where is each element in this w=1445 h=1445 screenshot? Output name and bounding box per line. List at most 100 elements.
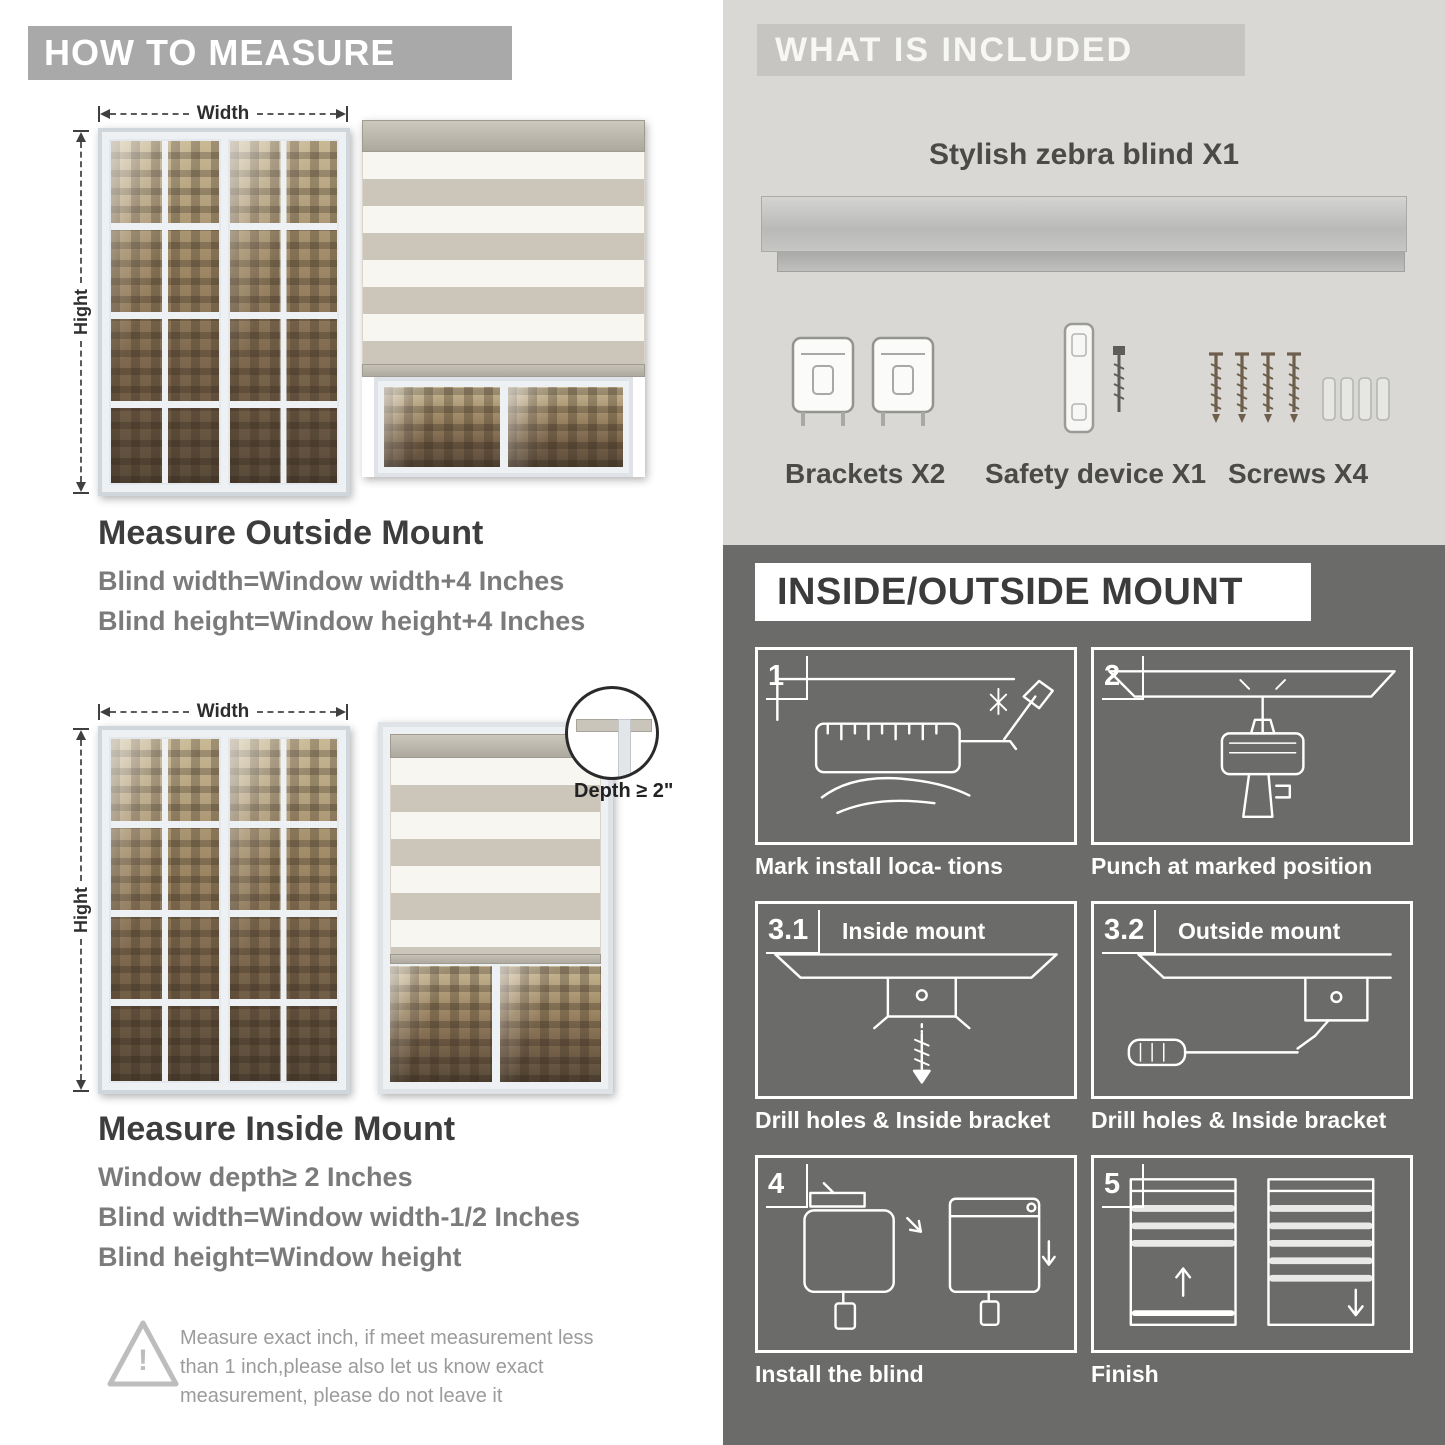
finish-art-icon bbox=[1129, 1178, 1375, 1326]
dashed-line bbox=[80, 142, 82, 284]
dashed-line bbox=[257, 711, 336, 713]
blind-cassette bbox=[362, 120, 645, 152]
outside-mount-blind-figure bbox=[362, 120, 645, 477]
arrow-tick bbox=[73, 1090, 89, 1093]
arrowhead-left-icon bbox=[100, 707, 110, 717]
step-number: 3.1 bbox=[766, 910, 821, 954]
step-number: 3.2 bbox=[1102, 910, 1157, 954]
outside-mount-heading: Measure Outside Mount bbox=[98, 514, 484, 552]
window-pane bbox=[499, 966, 601, 1082]
blind-bottom-rail bbox=[362, 364, 645, 377]
screws-icon bbox=[1207, 352, 1390, 425]
step-cell-2: 2 Punch at marked position bbox=[1091, 647, 1413, 889]
step-number: 5 bbox=[1102, 1164, 1144, 1208]
frame-corner-detail bbox=[576, 719, 652, 732]
dashed-line bbox=[80, 939, 82, 1081]
window-sash bbox=[109, 139, 221, 485]
inside-mount-blind-figure bbox=[378, 722, 613, 1094]
arrow-tick bbox=[73, 492, 89, 495]
what-is-included-banner: WHAT IS INCLUDED bbox=[757, 24, 1245, 76]
measurement-warning-text: Measure exact inch, if meet measurement … bbox=[180, 1327, 594, 1407]
safety-device-icon bbox=[1063, 322, 1125, 434]
window-sash bbox=[227, 139, 339, 485]
dashed-line bbox=[110, 711, 189, 713]
zebra-stripes bbox=[390, 758, 601, 954]
zebra-stripes bbox=[362, 152, 645, 364]
step-number: 4 bbox=[766, 1164, 808, 1208]
window-pane bbox=[507, 387, 623, 467]
outside-mount-line-1: Blind width=Window width+4 Inches bbox=[98, 566, 565, 596]
brackets-label: Brackets X2 bbox=[785, 458, 946, 489]
inside-mount-line-1: Window depth≥ 2 Inches bbox=[98, 1162, 413, 1192]
arrow-tick bbox=[346, 704, 348, 720]
arrowhead-up-icon bbox=[76, 730, 86, 740]
headrail-lip bbox=[777, 252, 1405, 272]
what-is-included-section: WHAT IS INCLUDED Stylish zebra blind X1 bbox=[723, 0, 1445, 545]
arrow-tick bbox=[346, 106, 348, 122]
outside-bracket-art-icon bbox=[1127, 953, 1392, 1067]
height-arrow: Hight bbox=[70, 130, 92, 495]
outside-mount-label: Outside mount bbox=[1178, 918, 1341, 944]
step-caption: Drill holes & Inside bracket bbox=[1091, 1107, 1387, 1133]
window-pane bbox=[384, 387, 500, 467]
brackets-icon bbox=[791, 336, 935, 426]
height-arrow: Hight bbox=[70, 728, 92, 1093]
arrow-tick bbox=[73, 130, 89, 132]
arrowhead-right-icon bbox=[336, 109, 346, 119]
warning-exclamation: ! bbox=[138, 1344, 148, 1377]
height-arrow-label: Hight bbox=[70, 887, 91, 933]
step-caption: Install the blind bbox=[755, 1361, 924, 1387]
arrowhead-right-icon bbox=[336, 707, 346, 717]
how-to-measure-section: HOW TO MEASURE Width Hight bbox=[28, 26, 674, 1407]
arrow-tick bbox=[98, 704, 100, 720]
arrow-tick bbox=[73, 728, 89, 730]
warning-triangle-icon: ! bbox=[103, 1316, 183, 1392]
window-pane bbox=[390, 966, 492, 1082]
step-caption: Finish bbox=[1091, 1361, 1159, 1387]
arrowhead-down-icon bbox=[76, 1080, 86, 1091]
inside-mount-label: Inside mount bbox=[842, 918, 986, 944]
width-arrow: Width bbox=[98, 103, 348, 124]
dashed-line bbox=[80, 341, 82, 483]
step-panel: 1 bbox=[755, 647, 1077, 845]
step-caption: Drill holes & Inside bracket bbox=[755, 1107, 1051, 1133]
inside-bracket-art-icon bbox=[774, 953, 1058, 1084]
step-cell-4: 4 Install the blind bbox=[755, 1155, 1077, 1397]
step-caption: Mark install loca- tions bbox=[755, 853, 1003, 879]
install-blind-art-icon bbox=[803, 1182, 1056, 1330]
window-below-blind bbox=[374, 377, 633, 477]
step-cell-3-2: 3.2 Outside mount Drill holes & Inside b… bbox=[1091, 901, 1413, 1143]
mount-guide-section: INSIDE/OUTSIDE MOUNT bbox=[723, 545, 1445, 1445]
inside-mount-line-3: Blind height=Window height bbox=[98, 1242, 462, 1272]
arrowhead-left-icon bbox=[100, 109, 110, 119]
height-arrow-label: Hight bbox=[70, 289, 91, 335]
frame-corner-detail bbox=[618, 719, 631, 777]
inside-mount-window-figure: Width Hight bbox=[70, 698, 355, 1098]
step-panel: 5 bbox=[1091, 1155, 1413, 1353]
outside-mount-line-2: Blind height=Window height+4 Inches bbox=[98, 606, 586, 636]
step-caption: Punch at marked position bbox=[1091, 853, 1373, 879]
zebra-blind-headrail bbox=[761, 196, 1407, 272]
zebra-blind-label: Stylish zebra blind X1 bbox=[928, 138, 1240, 171]
screws-label: Screws X4 bbox=[1228, 458, 1369, 489]
inside-mount-heading: Measure Inside Mount bbox=[98, 1110, 456, 1148]
drill-art-icon bbox=[1108, 670, 1396, 818]
arrowhead-up-icon bbox=[76, 132, 86, 142]
step-panel: 3.2 Outside mount bbox=[1091, 901, 1413, 1099]
arrowhead-down-icon bbox=[76, 482, 86, 493]
step-panel: 2 bbox=[1091, 647, 1413, 845]
window-illustration bbox=[98, 128, 350, 496]
window-sash bbox=[109, 737, 221, 1083]
dashed-line bbox=[110, 113, 189, 115]
mount-guide-title: INSIDE/OUTSIDE MOUNT bbox=[755, 563, 1311, 621]
headrail-top bbox=[761, 196, 1407, 252]
step-cell-1: 1 Mark install loca- tions bbox=[755, 647, 1077, 889]
depth-callout-label: Depth ≥ 2" bbox=[574, 780, 674, 802]
blind-bottom-rail bbox=[390, 954, 601, 964]
step-number: 1 bbox=[766, 656, 808, 700]
width-arrow-label: Width bbox=[196, 103, 250, 124]
steps-grid: 1 Mark install loca- tions bbox=[755, 647, 1413, 1397]
step-panel: 3.1 Inside mount bbox=[755, 901, 1077, 1099]
inside-mount-line-2: Blind width=Window width-1/2 Inches bbox=[98, 1202, 581, 1232]
how-to-measure-banner: HOW TO MEASURE bbox=[28, 26, 512, 80]
